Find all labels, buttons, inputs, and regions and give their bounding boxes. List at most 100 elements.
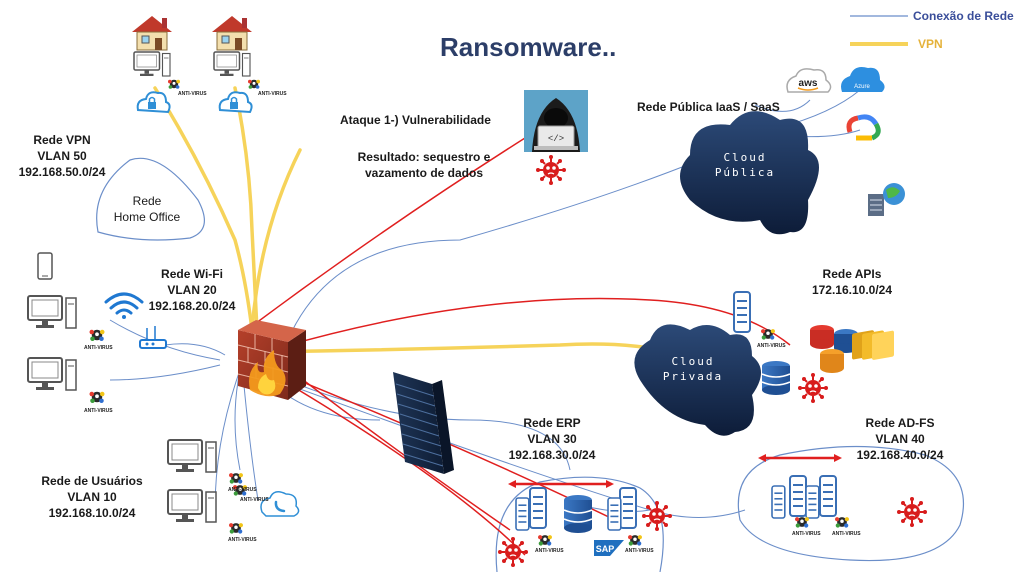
code-glyph: </> xyxy=(548,134,564,144)
attack-result-line: Resultado: sequestro e xyxy=(357,150,491,164)
antivirus-label: ANTI-VIRUS xyxy=(228,537,257,543)
attack-label: Ataque 1-) Vulnerabilidade xyxy=(340,113,491,127)
desktop-computer-icon xyxy=(27,357,77,391)
vpn-network-label: Rede VPN VLAN 50 192.168.50.0/24 xyxy=(10,132,114,180)
network-vlan: VLAN 30 xyxy=(527,432,577,446)
antivirus-label: ANTI-VIRUS xyxy=(178,91,207,97)
legend-network-label: Conexão de Rede xyxy=(913,9,1014,23)
antivirus-label: ANTI-VIRUS xyxy=(792,531,821,537)
database-icon xyxy=(563,495,593,533)
svg-text:aws: aws xyxy=(799,78,818,89)
svg-text:SAP: SAP xyxy=(596,544,615,554)
antivirus-icon xyxy=(835,517,849,528)
network-vlan: VLAN 20 xyxy=(167,283,217,297)
attack-result: Resultado: sequestro e vazamento de dado… xyxy=(344,149,504,181)
antivirus-icon xyxy=(168,79,180,89)
antivirus-icon xyxy=(538,535,552,546)
cloud-lock-icon xyxy=(136,91,171,113)
antivirus-icon xyxy=(628,535,642,546)
server-icon xyxy=(771,485,786,519)
antivirus-label: ANTI-VIRUS xyxy=(258,91,287,97)
public-cloud-label: Rede Pública IaaS / SaaS xyxy=(637,100,780,114)
desktop-computer-icon xyxy=(167,439,217,473)
desktop-computer-icon xyxy=(27,295,77,329)
antivirus-label: ANTI-VIRUS xyxy=(535,548,564,554)
antivirus-icon xyxy=(795,517,809,528)
aws-icon: aws xyxy=(786,68,832,93)
network-subnet: 192.168.40.0/24 xyxy=(856,448,944,462)
network-name: Rede ERP xyxy=(523,416,581,430)
network-subnet: 192.168.50.0/24 xyxy=(18,165,106,179)
user-network-label: Rede de Usuários VLAN 10 192.168.10.0/24 xyxy=(30,473,154,521)
antivirus-icon xyxy=(89,391,105,403)
network-subnet: 192.168.30.0/24 xyxy=(508,448,596,462)
server-icon xyxy=(619,487,637,529)
erp-network-label: Rede ERP VLAN 30 192.168.30.0/24 xyxy=(490,415,614,463)
cloud-phone-icon xyxy=(260,491,300,517)
antivirus-icon xyxy=(229,473,243,484)
antivirus-icon xyxy=(761,329,775,340)
private-cloud-text: Cloud Privada xyxy=(662,355,724,383)
cloud-lock-icon xyxy=(218,91,253,113)
attack-result-line: vazamento de dados xyxy=(364,166,484,180)
house-icon xyxy=(211,15,253,51)
virus-icon xyxy=(797,372,829,404)
antivirus-icon xyxy=(248,79,260,89)
firewall-icon xyxy=(237,320,306,400)
database-icon xyxy=(761,361,791,395)
desktop-computer-icon xyxy=(167,489,217,523)
desktop-computer-icon xyxy=(213,51,251,77)
adfs-region xyxy=(737,445,964,562)
server-icon xyxy=(607,497,622,531)
svg-text:Azure: Azure xyxy=(854,84,870,90)
network-subnet: 172.16.10.0/24 xyxy=(811,283,893,297)
web-server-icon xyxy=(868,183,905,216)
smartphone-icon xyxy=(37,252,53,280)
desktop-computer-icon xyxy=(133,51,171,77)
virus-icon xyxy=(497,536,529,568)
network-name: Rede Wi-Fi xyxy=(161,267,223,281)
server-icon xyxy=(819,475,837,517)
server-rack-icon xyxy=(393,372,454,474)
legend-vpn-label: VPN xyxy=(918,37,943,51)
virus-icon xyxy=(535,154,567,186)
network-subnet: 192.168.10.0/24 xyxy=(48,506,136,520)
network-vlan: VLAN 50 xyxy=(37,149,87,163)
antivirus-icon xyxy=(229,523,243,534)
wifi-router-icon xyxy=(139,326,167,349)
house-icon xyxy=(131,15,173,51)
network-vlan: VLAN 10 xyxy=(67,490,117,504)
folders-icon xyxy=(852,330,894,360)
wifi-network-label: Rede Wi-Fi VLAN 20 192.168.20.0/24 xyxy=(140,266,244,314)
wifi-icon xyxy=(104,292,144,319)
server-icon xyxy=(805,485,820,519)
antivirus-label: ANTI-VIRUS xyxy=(228,487,257,493)
google-cloud-icon xyxy=(846,114,881,141)
api-network-label: Rede APIs 172.16.10.0/24 xyxy=(800,266,904,298)
network-subnet: 192.168.20.0/24 xyxy=(148,299,236,313)
server-icon xyxy=(529,487,547,529)
public-cloud-shape xyxy=(680,111,819,235)
antivirus-label: ANTI-VIRUS xyxy=(84,408,113,414)
server-icon xyxy=(789,475,807,517)
network-name: Rede VPN xyxy=(33,133,91,147)
home-office-region xyxy=(96,157,205,241)
page-title: Ransomware.. xyxy=(440,32,617,62)
antivirus-icon xyxy=(89,329,105,341)
network-vlan: VLAN 40 xyxy=(875,432,925,446)
network-name: Rede de Usuários xyxy=(41,474,143,488)
sap-logo: SAP xyxy=(594,540,624,556)
azure-icon: Azure xyxy=(841,67,885,92)
hacker-icon: </> xyxy=(524,90,588,152)
antivirus-label: ANTI-VIRUS xyxy=(240,497,269,503)
home-office-label: Rede Home Office xyxy=(113,194,181,224)
antivirus-label: ANTI-VIRUS xyxy=(832,531,861,537)
antivirus-label: ANTI-VIRUS xyxy=(84,345,113,351)
public-cloud-text: Cloud Pública xyxy=(714,151,776,179)
antivirus-label: ANTI-VIRUS xyxy=(625,548,654,554)
database-icon xyxy=(810,325,858,373)
vpn-links xyxy=(153,86,652,354)
network-name: Rede AD-FS xyxy=(865,416,935,430)
virus-icon xyxy=(641,500,673,532)
